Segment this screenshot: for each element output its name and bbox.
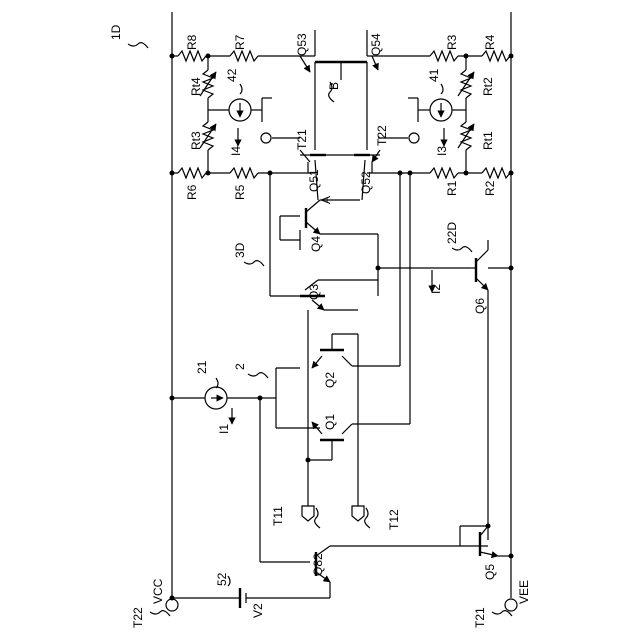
label-vee: VEE: [517, 580, 531, 604]
left-temp-branch: [200, 56, 300, 173]
label-a: A: [319, 196, 333, 204]
input-terminals: [302, 498, 364, 521]
q5-block: [460, 524, 514, 559]
label-q3: Q3: [307, 284, 321, 300]
label-rt4: Rt4: [189, 77, 203, 96]
label-n41: 41: [427, 68, 441, 82]
label-r5: R5: [233, 184, 247, 200]
bottom-bus: [172, 168, 510, 178]
label-i1: I1: [217, 424, 231, 434]
label-r1: R1: [445, 180, 459, 196]
vee-rail: [505, 12, 517, 611]
top-bus: [172, 51, 510, 61]
label-n2: 2: [233, 363, 247, 370]
label-n42: 42: [225, 68, 239, 82]
label-q1: Q1: [323, 414, 337, 430]
label-q82: Q82: [311, 553, 325, 576]
label-q51: Q51: [307, 169, 321, 192]
label-q52: Q52: [359, 171, 373, 194]
label-t21b: T21: [473, 607, 487, 628]
label-n52: 52: [215, 572, 229, 586]
label-vcc: VCC: [151, 578, 165, 604]
label-rt3: Rt3: [189, 131, 203, 150]
label-q53: Q53: [295, 33, 309, 56]
label-r2: R2: [483, 180, 497, 196]
label-rt1: Rt1: [481, 131, 495, 150]
label-n22d: 22D: [445, 222, 459, 244]
label-q4: Q4: [309, 236, 323, 252]
label-fig: 1D: [109, 24, 123, 40]
label-rt2: Rt2: [481, 77, 495, 96]
q6-block: [432, 240, 514, 540]
label-i2: I2: [429, 284, 443, 294]
label-q2: Q2: [323, 372, 337, 388]
label-b: B: [327, 82, 341, 90]
label-n3d: 3D: [233, 242, 247, 258]
label-r3: R3: [445, 34, 459, 50]
label-v2: V2: [251, 603, 265, 618]
label-r6: R6: [185, 184, 199, 200]
label-t21a: T21: [295, 129, 309, 150]
label-r4: R4: [483, 34, 497, 50]
label-t12: T12: [387, 509, 401, 530]
label-q5: Q5: [483, 564, 497, 580]
leader-lines: [128, 43, 512, 616]
label-r8: R8: [185, 34, 199, 50]
right-temp-branch: [378, 56, 474, 173]
q53-q54-pair: [300, 30, 378, 80]
label-t22a: T22: [375, 125, 389, 146]
label-q54: Q54: [369, 33, 383, 56]
vcc-rail: [166, 12, 178, 611]
label-t11: T11: [271, 506, 285, 526]
label-n21: 21: [195, 360, 209, 374]
label-i3: I3: [435, 146, 449, 156]
label-r7: R7: [233, 34, 247, 50]
label-q6: Q6: [473, 298, 487, 314]
label-i4: I4: [229, 146, 243, 156]
label-t22b: T22: [131, 607, 145, 628]
